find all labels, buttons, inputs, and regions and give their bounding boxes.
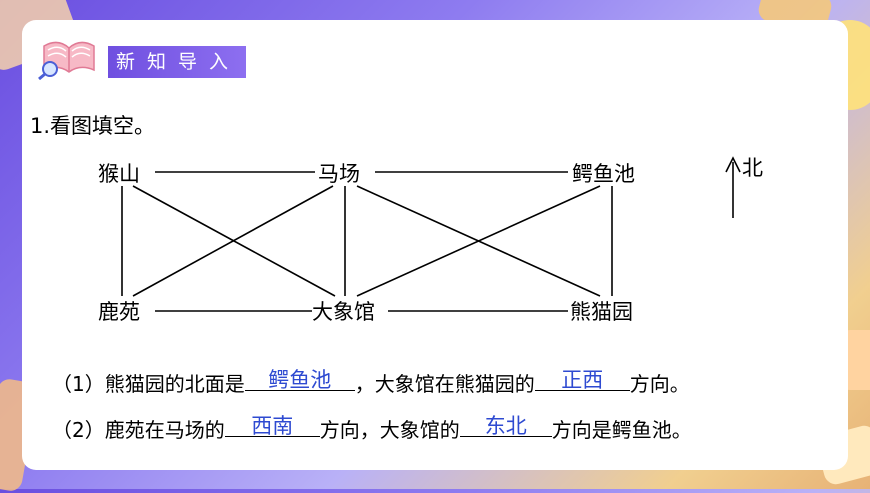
compass-arrowhead [725, 156, 741, 173]
section-header: 新知导入 [108, 46, 246, 78]
question-text: 方向是鳄鱼池。 [551, 418, 692, 442]
question-text: ，大象馆在熊猫园的 [354, 372, 535, 396]
answer-blank[interactable]: 西南 [224, 416, 320, 437]
question-2: （2）鹿苑在马场的西南方向，大象馆的东北方向是鳄鱼池。 [52, 414, 692, 443]
node-daxiangguan: 大象馆 [312, 300, 375, 324]
answer-blank[interactable]: 东北 [459, 416, 552, 437]
answer-blank[interactable]: 鳄鱼池 [244, 370, 355, 391]
question-text: 熊猫园的北面是 [104, 372, 245, 396]
exercise-title: 1.看图填空。 [30, 114, 156, 138]
question-number: （2） [52, 418, 105, 442]
compass-north-label: 北 [742, 156, 763, 180]
question-text: 方向，大象馆的 [319, 418, 460, 442]
question-number: （1） [52, 372, 105, 396]
node-eyuchi: 鳄鱼池 [572, 162, 635, 186]
question-1: （1）熊猫园的北面是鳄鱼池，大象馆在熊猫园的正西方向。 [52, 368, 690, 397]
question-text: 鹿苑在马场的 [104, 418, 225, 442]
edge-machang-luyuan [132, 185, 334, 297]
content-card [22, 20, 848, 470]
node-machang: 马场 [318, 162, 360, 186]
answer-blank[interactable]: 正西 [534, 370, 630, 391]
node-xiongmaoyuan: 熊猫园 [570, 300, 633, 324]
node-houshan: 猴山 [98, 162, 140, 186]
node-luyuan: 鹿苑 [98, 300, 140, 324]
book-magnifier-icon [38, 41, 95, 80]
question-text: 方向。 [629, 372, 690, 396]
edge-eyuchi-daxiangguan [356, 185, 601, 297]
